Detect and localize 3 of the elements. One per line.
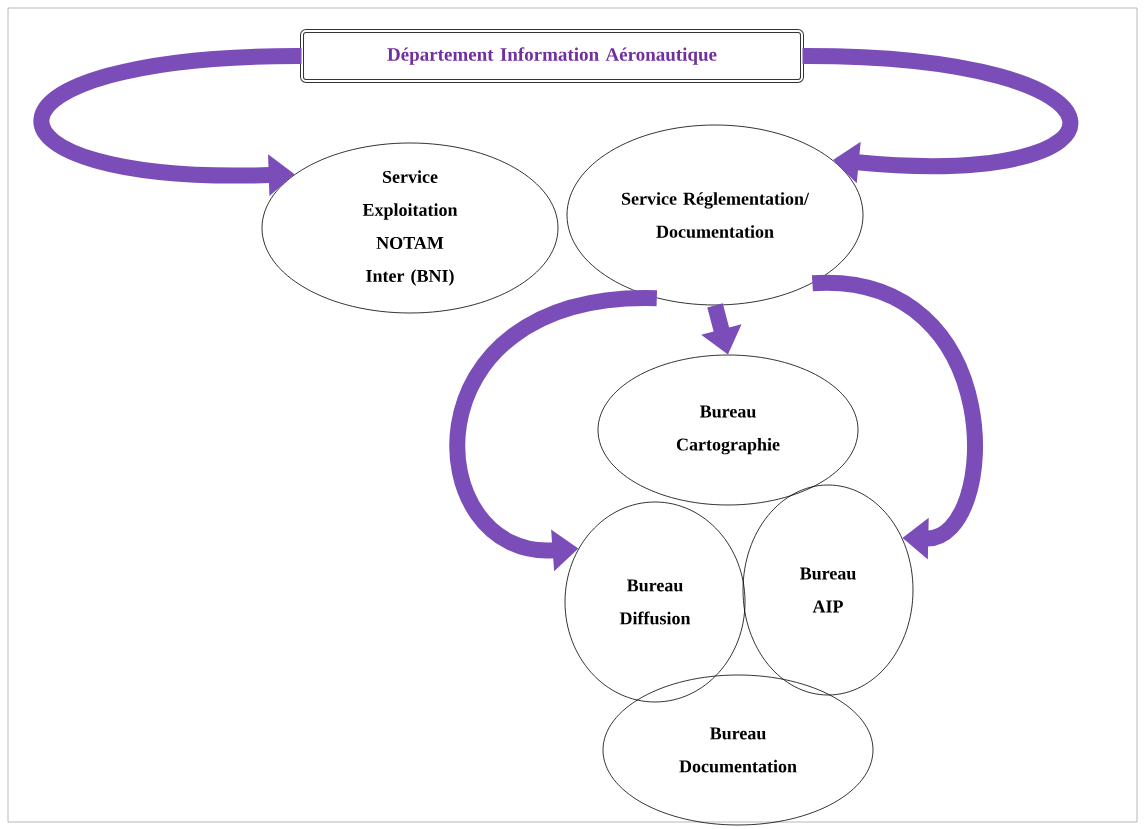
title-plaque: Département Information Aéronautique: [300, 29, 804, 83]
curved-arrow: [812, 275, 983, 560]
curved-arrow: [802, 48, 1078, 184]
